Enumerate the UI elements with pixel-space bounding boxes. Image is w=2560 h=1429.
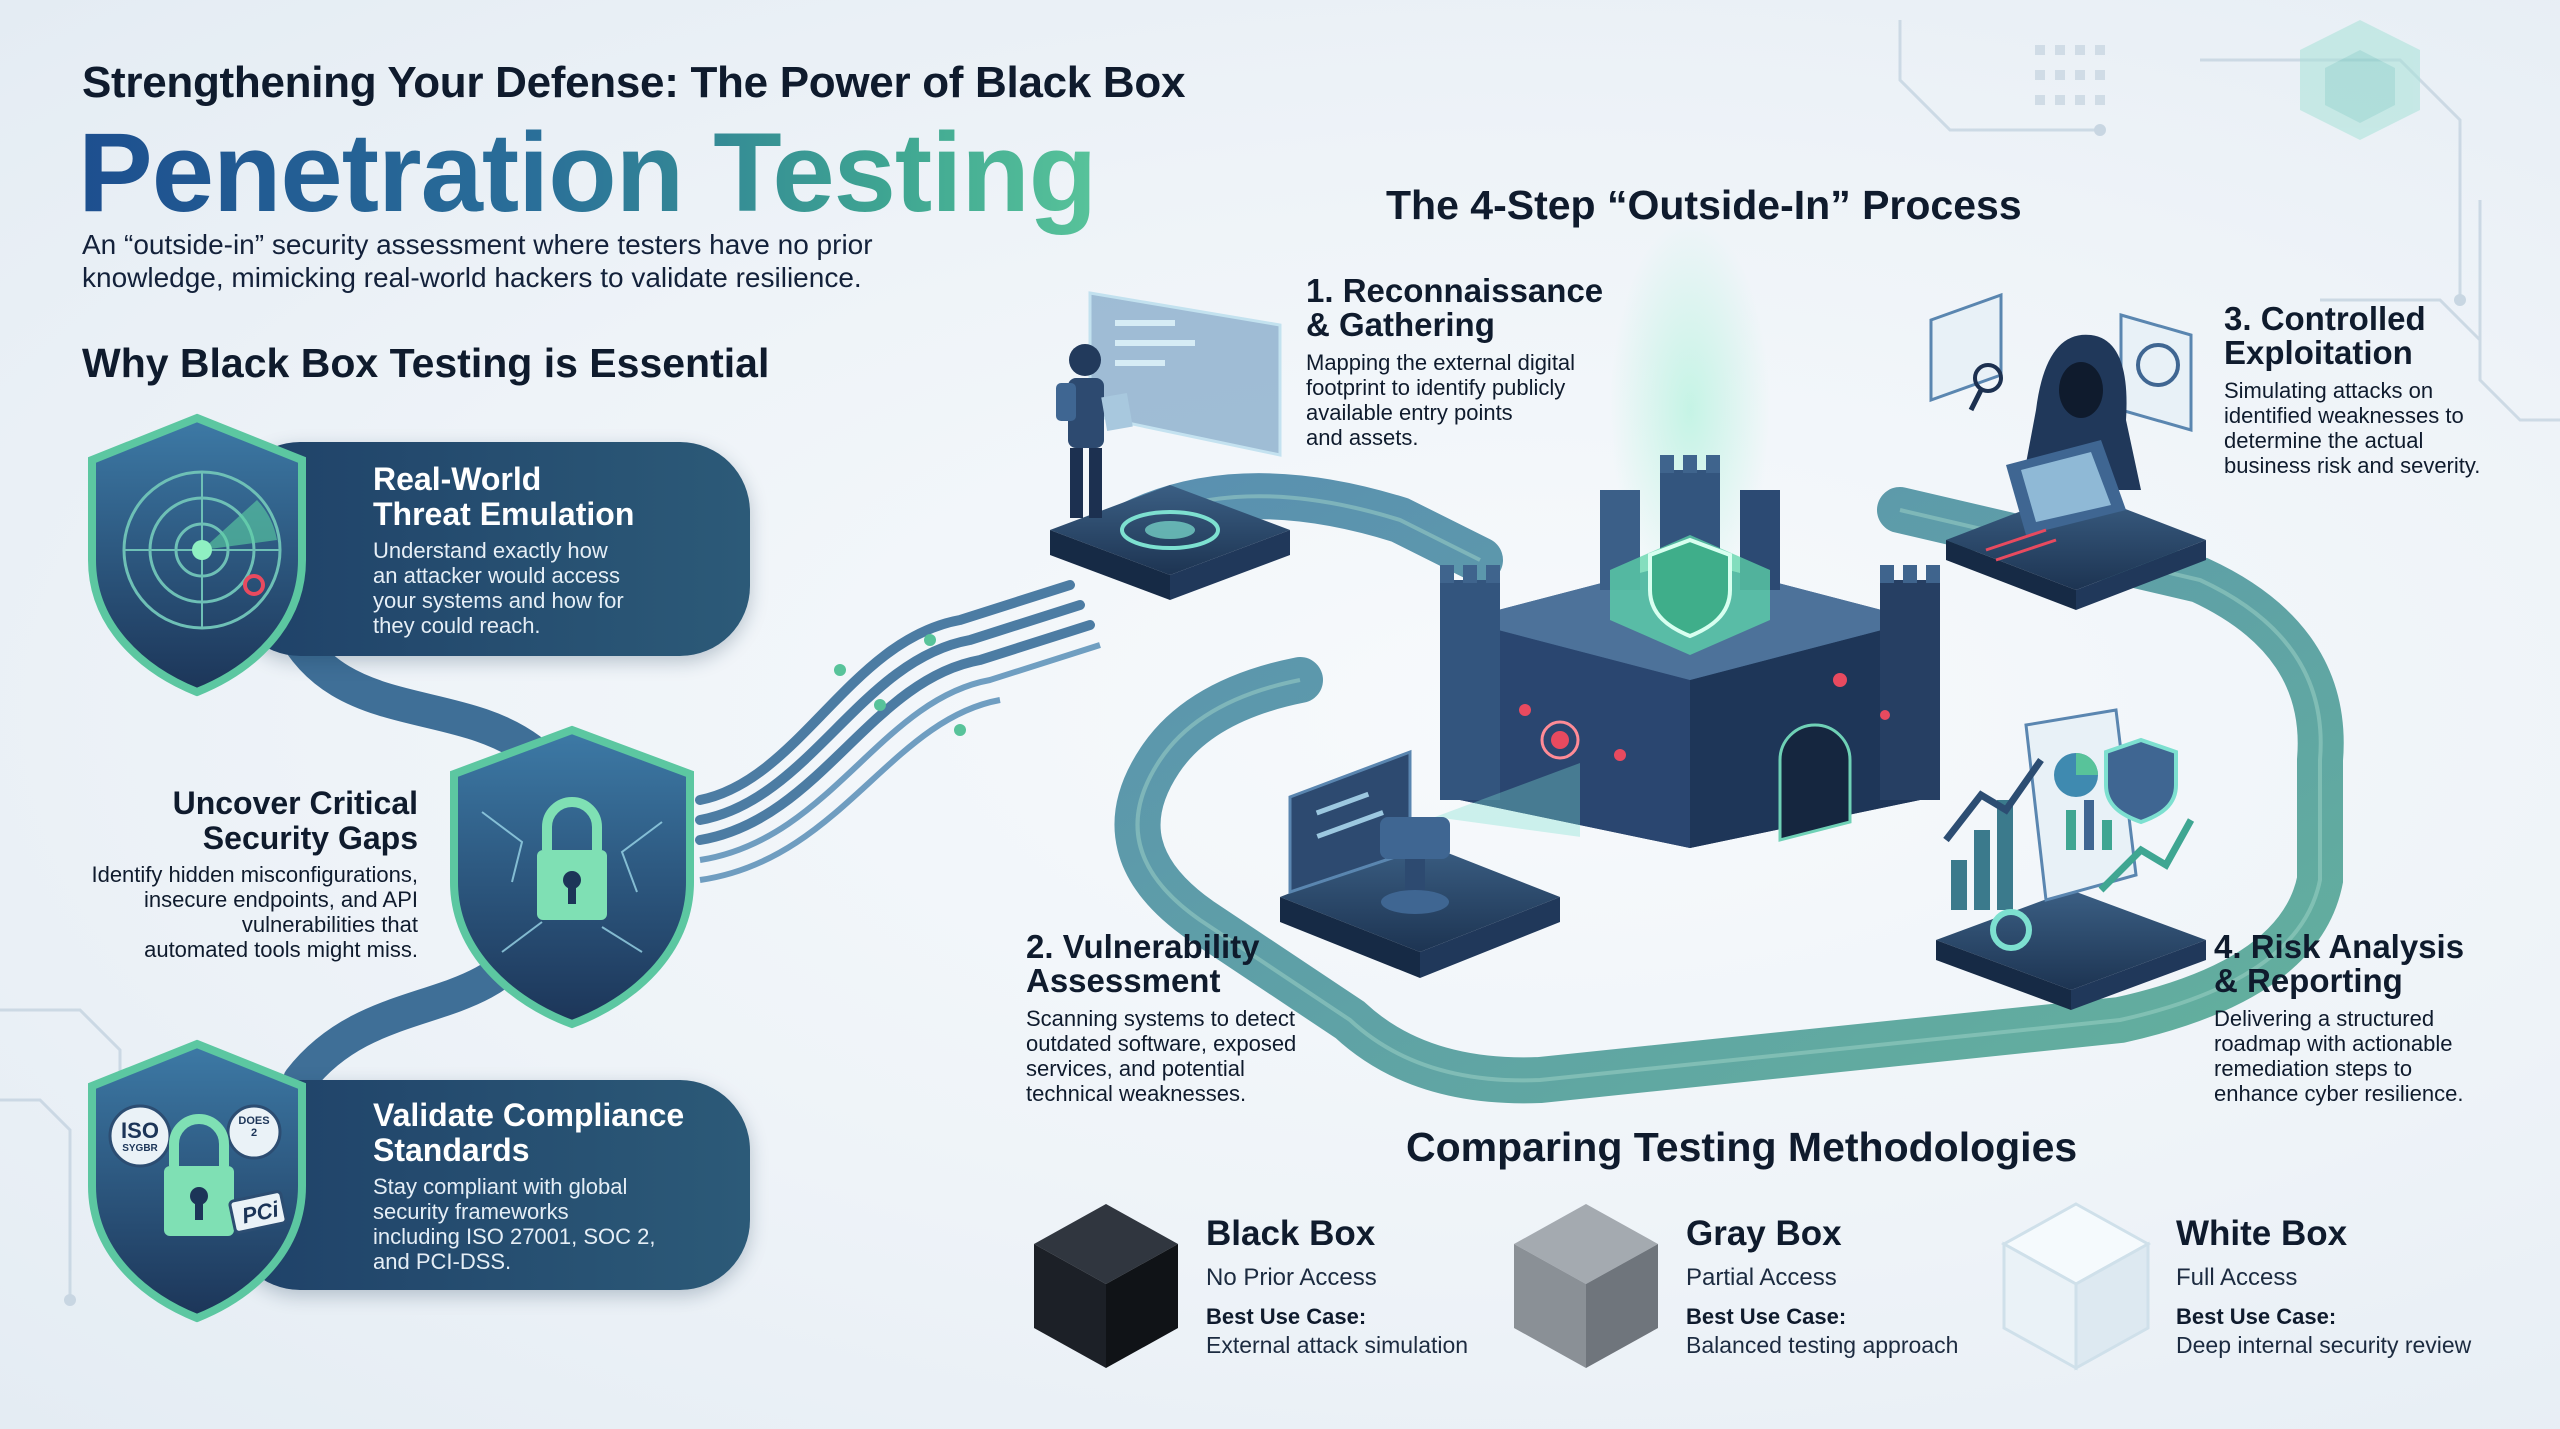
fortress-icon (1440, 455, 1940, 848)
method-gray-box: Gray Box Partial Access Best Use Case: B… (1686, 1214, 2016, 1359)
page-subtitle: Strengthening Your Defense: The Power of… (82, 58, 1186, 107)
method-access: Full Access (2176, 1264, 2298, 1291)
benefit-desc: Identify hidden misconfigurations, insec… (91, 862, 418, 962)
compare-heading: Comparing Testing Methodologies (1406, 1124, 2078, 1170)
benefit-box-threat-emulation: Real-World Threat Emulation Understand e… (230, 442, 750, 656)
benefit-title: Uncover Critical Security Gaps (172, 785, 418, 856)
soc-badge: DOES 2 (238, 1115, 270, 1139)
method-name: Black Box (1206, 1214, 1376, 1253)
benefit-box-compliance: Validate Compliance Standards Stay compl… (230, 1080, 750, 1290)
report-chart-icon (1936, 708, 2206, 1010)
hacker-scanning-icon (1050, 291, 1290, 600)
step-desc: Mapping the external digital footprint t… (1306, 350, 1576, 450)
method-black-box: Black Box No Prior Access Best Use Case:… (1206, 1214, 1506, 1359)
benefit-desc: Understand exactly how an attacker would… (373, 538, 624, 638)
method-white-box: White Box Full Access Best Use Case: Dee… (2176, 1214, 2536, 1359)
step-title: 4. Risk Analysis & Reporting (2214, 928, 2465, 999)
benefit-title: Validate Compliance Standards (373, 1097, 685, 1168)
method-use: External attack simulation (1206, 1332, 1469, 1358)
process-heading: The 4-Step “Outside-In” Process (1386, 182, 2022, 228)
benefit-security-gaps: Uncover Critical Security Gaps Identify … (40, 785, 418, 963)
gray-cube-icon (1514, 1204, 1658, 1368)
step-desc: Delivering a structured roadmap with act… (2214, 1006, 2464, 1106)
step-2: 2. Vulnerability Assessment Scanning sys… (1026, 928, 1366, 1107)
method-access: No Prior Access (1206, 1264, 1377, 1291)
method-use-label: Best Use Case: (1206, 1304, 1367, 1329)
padlock-shield-icon (450, 725, 694, 1029)
method-use-label: Best Use Case: (1686, 1304, 1847, 1329)
step-title: 3. Controlled Exploitation (2224, 300, 2426, 371)
method-use: Balanced testing approach (1686, 1332, 1959, 1358)
compliance-shield-icon (88, 1039, 306, 1323)
step-4: 4. Risk Analysis & Reporting Delivering … (2214, 928, 2544, 1107)
iso-badge: ISO (121, 1118, 159, 1143)
step-3: 3. Controlled Exploitation Simulating at… (2224, 300, 2544, 479)
hooded-hacker-icon (1929, 292, 2206, 610)
method-name: Gray Box (1686, 1214, 1842, 1253)
white-cube-icon (2000, 1202, 2152, 1371)
radar-shield-icon (88, 413, 306, 697)
method-access: Partial Access (1686, 1264, 1837, 1291)
step-title: 2. Vulnerability Assessment (1026, 928, 1260, 999)
step-desc: Simulating attacks on identified weaknes… (2224, 378, 2481, 478)
step-1: 1. Reconnaissance & Gathering Mapping th… (1306, 272, 1626, 451)
page-intro: An “outside-in” security assessment wher… (82, 229, 873, 293)
decor-cube-icon (2300, 20, 2420, 140)
benefit-desc: Stay compliant with global security fram… (373, 1174, 656, 1274)
scanner-camera-icon (1280, 749, 1580, 978)
iso-badge-sub: SYGBR (122, 1143, 158, 1154)
why-heading: Why Black Box Testing is Essential (82, 340, 770, 386)
method-use: Deep internal security review (2176, 1332, 2472, 1358)
method-use-label: Best Use Case: (2176, 1304, 2337, 1329)
step-title: 1. Reconnaissance & Gathering (1306, 272, 1604, 343)
page-title: Penetration Testing (78, 110, 1097, 235)
benefit-title: Real-World Threat Emulation (373, 461, 635, 532)
step-desc: Scanning systems to detect outdated soft… (1026, 1006, 1297, 1106)
method-name: White Box (2176, 1214, 2348, 1253)
black-cube-icon (1034, 1204, 1178, 1368)
